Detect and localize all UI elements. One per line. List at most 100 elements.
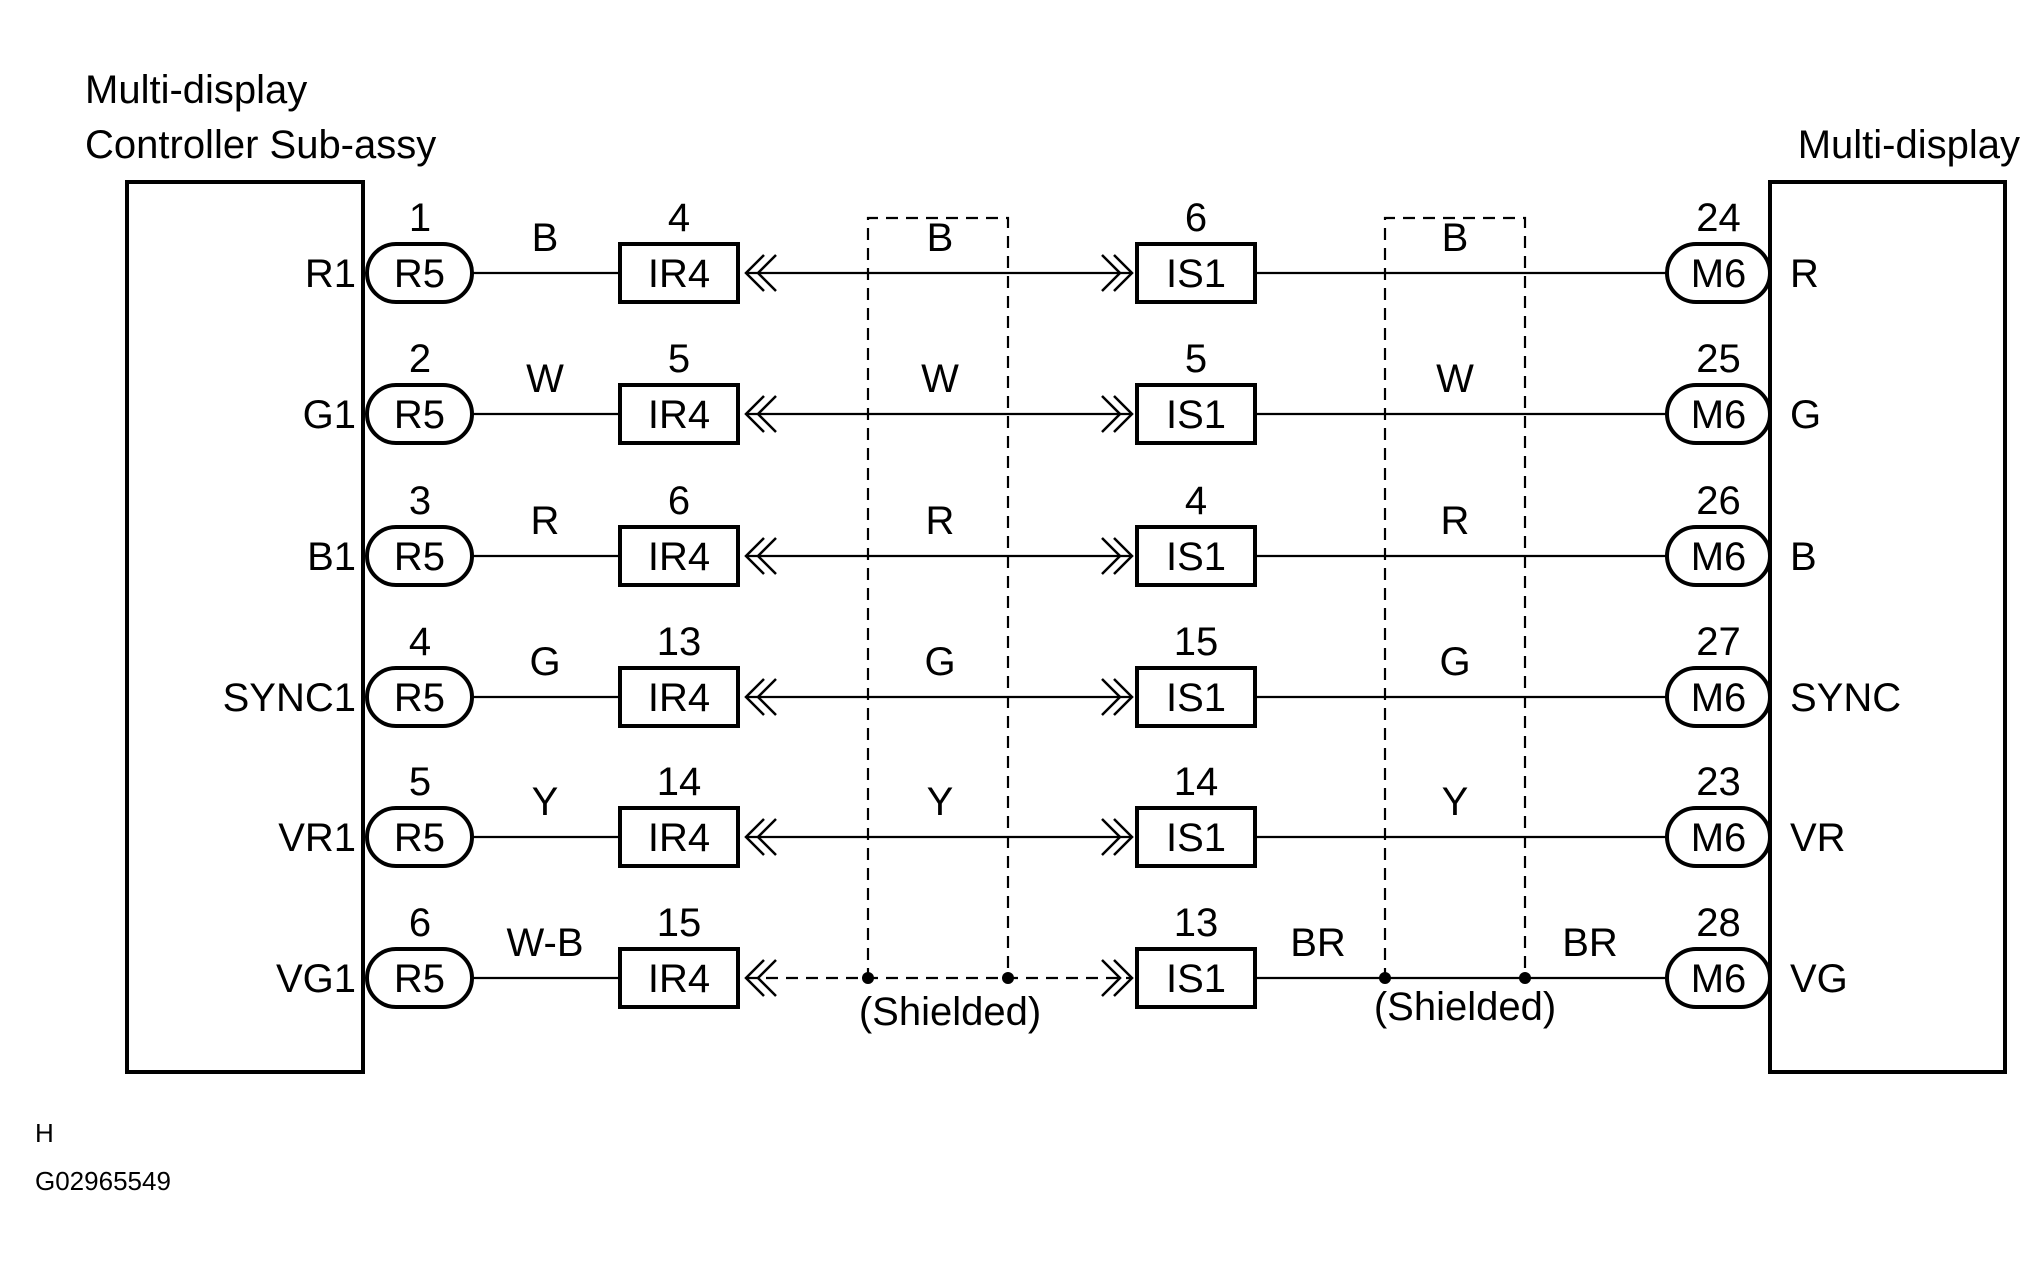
female-connector-chevron	[744, 678, 777, 716]
right-connector-label: M6	[1691, 393, 1747, 437]
right-pin-number: 24	[1696, 196, 1741, 240]
shield-junction-dot	[862, 972, 874, 984]
ir-connector-box	[618, 525, 740, 587]
footer-letter: H	[35, 1118, 54, 1148]
wire-color-1: W-B	[506, 921, 583, 965]
right-pin-number: 25	[1696, 337, 1741, 381]
is-connector-label: IS1	[1166, 816, 1226, 860]
ir-pin-number: 13	[657, 620, 702, 664]
ir-pin-number: 4	[668, 196, 690, 240]
left-connector-label: R5	[394, 957, 445, 1001]
left-connector-pill	[365, 525, 474, 587]
right-connector-pill	[1665, 806, 1772, 868]
ir-connector-box	[618, 666, 740, 728]
male-connector-chevron	[1101, 537, 1134, 575]
wire-color-2: W	[921, 357, 959, 401]
left-pin-number: 6	[409, 901, 431, 945]
footer-code: G02965549	[35, 1166, 171, 1196]
wire-color-1: R	[531, 499, 560, 543]
right-terminal-label: VG	[1790, 957, 1848, 1001]
is-connector-box	[1135, 242, 1257, 304]
right-pin-number: 23	[1696, 760, 1741, 804]
is-connector-box	[1135, 525, 1257, 587]
right-connector-pill	[1665, 666, 1772, 728]
right-component-title: Multi-display	[1798, 123, 2020, 167]
left-pin-number: 3	[409, 479, 431, 523]
wire-color-2: B	[927, 216, 954, 260]
is-connector-label: IS1	[1166, 393, 1226, 437]
left-pin-number: 4	[409, 620, 431, 664]
wire-color-2: R	[926, 499, 955, 543]
right-connector-label: M6	[1691, 535, 1747, 579]
right-terminal-label: R	[1790, 252, 1819, 296]
right-pin-number: 26	[1696, 479, 1741, 523]
left-connector-label: R5	[394, 393, 445, 437]
is-pin-number: 13	[1174, 901, 1219, 945]
is-connector-label: IS1	[1166, 957, 1226, 1001]
right-connector-pill	[1665, 242, 1772, 304]
ir-pin-number: 15	[657, 901, 702, 945]
multi-display-box	[1768, 180, 2007, 1074]
left-terminal-label: R1	[305, 252, 356, 296]
wire-color-1: Y	[532, 780, 559, 824]
right-terminal-label: B	[1790, 535, 1817, 579]
is-connector-label: IS1	[1166, 252, 1226, 296]
left-connector-label: R5	[394, 535, 445, 579]
male-connector-chevron	[1101, 395, 1134, 433]
shield-junction-dot	[1002, 972, 1014, 984]
female-connector-chevron	[744, 395, 777, 433]
left-connector-label: R5	[394, 676, 445, 720]
male-connector-chevron	[1101, 254, 1134, 292]
wire-color-3: B	[1442, 216, 1469, 260]
female-connector-chevron	[744, 818, 777, 856]
left-terminal-label: VR1	[278, 816, 356, 860]
left-terminal-label: VG1	[276, 957, 356, 1001]
ir-connector-label: IR4	[648, 252, 710, 296]
ir-connector-label: IR4	[648, 676, 710, 720]
right-terminal-label: VR	[1790, 816, 1846, 860]
left-connector-label: R5	[394, 816, 445, 860]
is-connector-label: IS1	[1166, 676, 1226, 720]
ir-connector-label: IR4	[648, 816, 710, 860]
ir-connector-box	[618, 242, 740, 304]
ir-connector-label: IR4	[648, 957, 710, 1001]
left-connector-pill	[365, 947, 474, 1009]
is-connector-box	[1135, 947, 1257, 1009]
controller-box	[125, 180, 365, 1074]
wire-color-3b: BR	[1562, 921, 1618, 965]
is-pin-number: 6	[1185, 196, 1207, 240]
male-connector-chevron	[1101, 678, 1134, 716]
shield-box-2	[1383, 216, 1527, 980]
is-connector-label: IS1	[1166, 535, 1226, 579]
left-terminal-label: B1	[307, 535, 356, 579]
is-connector-box	[1135, 806, 1257, 868]
ir-pin-number: 6	[668, 479, 690, 523]
ir-connector-box	[618, 383, 740, 445]
is-connector-box	[1135, 666, 1257, 728]
male-connector-chevron	[1101, 959, 1134, 997]
female-connector-chevron	[744, 537, 777, 575]
wire-color-3: Y	[1442, 780, 1469, 824]
left-pin-number: 1	[409, 196, 431, 240]
shield-label-1: (Shielded)	[859, 990, 1041, 1034]
ir-connector-label: IR4	[648, 393, 710, 437]
ir-connector-box	[618, 947, 740, 1009]
right-connector-pill	[1665, 383, 1772, 445]
wire-color-1: W	[526, 357, 564, 401]
left-connector-pill	[365, 242, 474, 304]
left-component-title-line1: Multi-display	[85, 68, 307, 112]
wire-color-1: G	[529, 640, 560, 684]
wire-color-3: W	[1436, 357, 1474, 401]
right-connector-label: M6	[1691, 676, 1747, 720]
right-connector-label: M6	[1691, 816, 1747, 860]
right-connector-label: M6	[1691, 957, 1747, 1001]
wire-color-3: R	[1441, 499, 1470, 543]
male-connector-chevron	[1101, 818, 1134, 856]
female-connector-chevron	[744, 254, 777, 292]
shield-box-1	[866, 216, 1010, 980]
wire-color-1: B	[532, 216, 559, 260]
left-component-title-line2: Controller Sub-assy	[85, 123, 436, 167]
right-pin-number: 28	[1696, 901, 1741, 945]
wire-color-3: BR	[1290, 921, 1346, 965]
is-pin-number: 14	[1174, 760, 1219, 804]
